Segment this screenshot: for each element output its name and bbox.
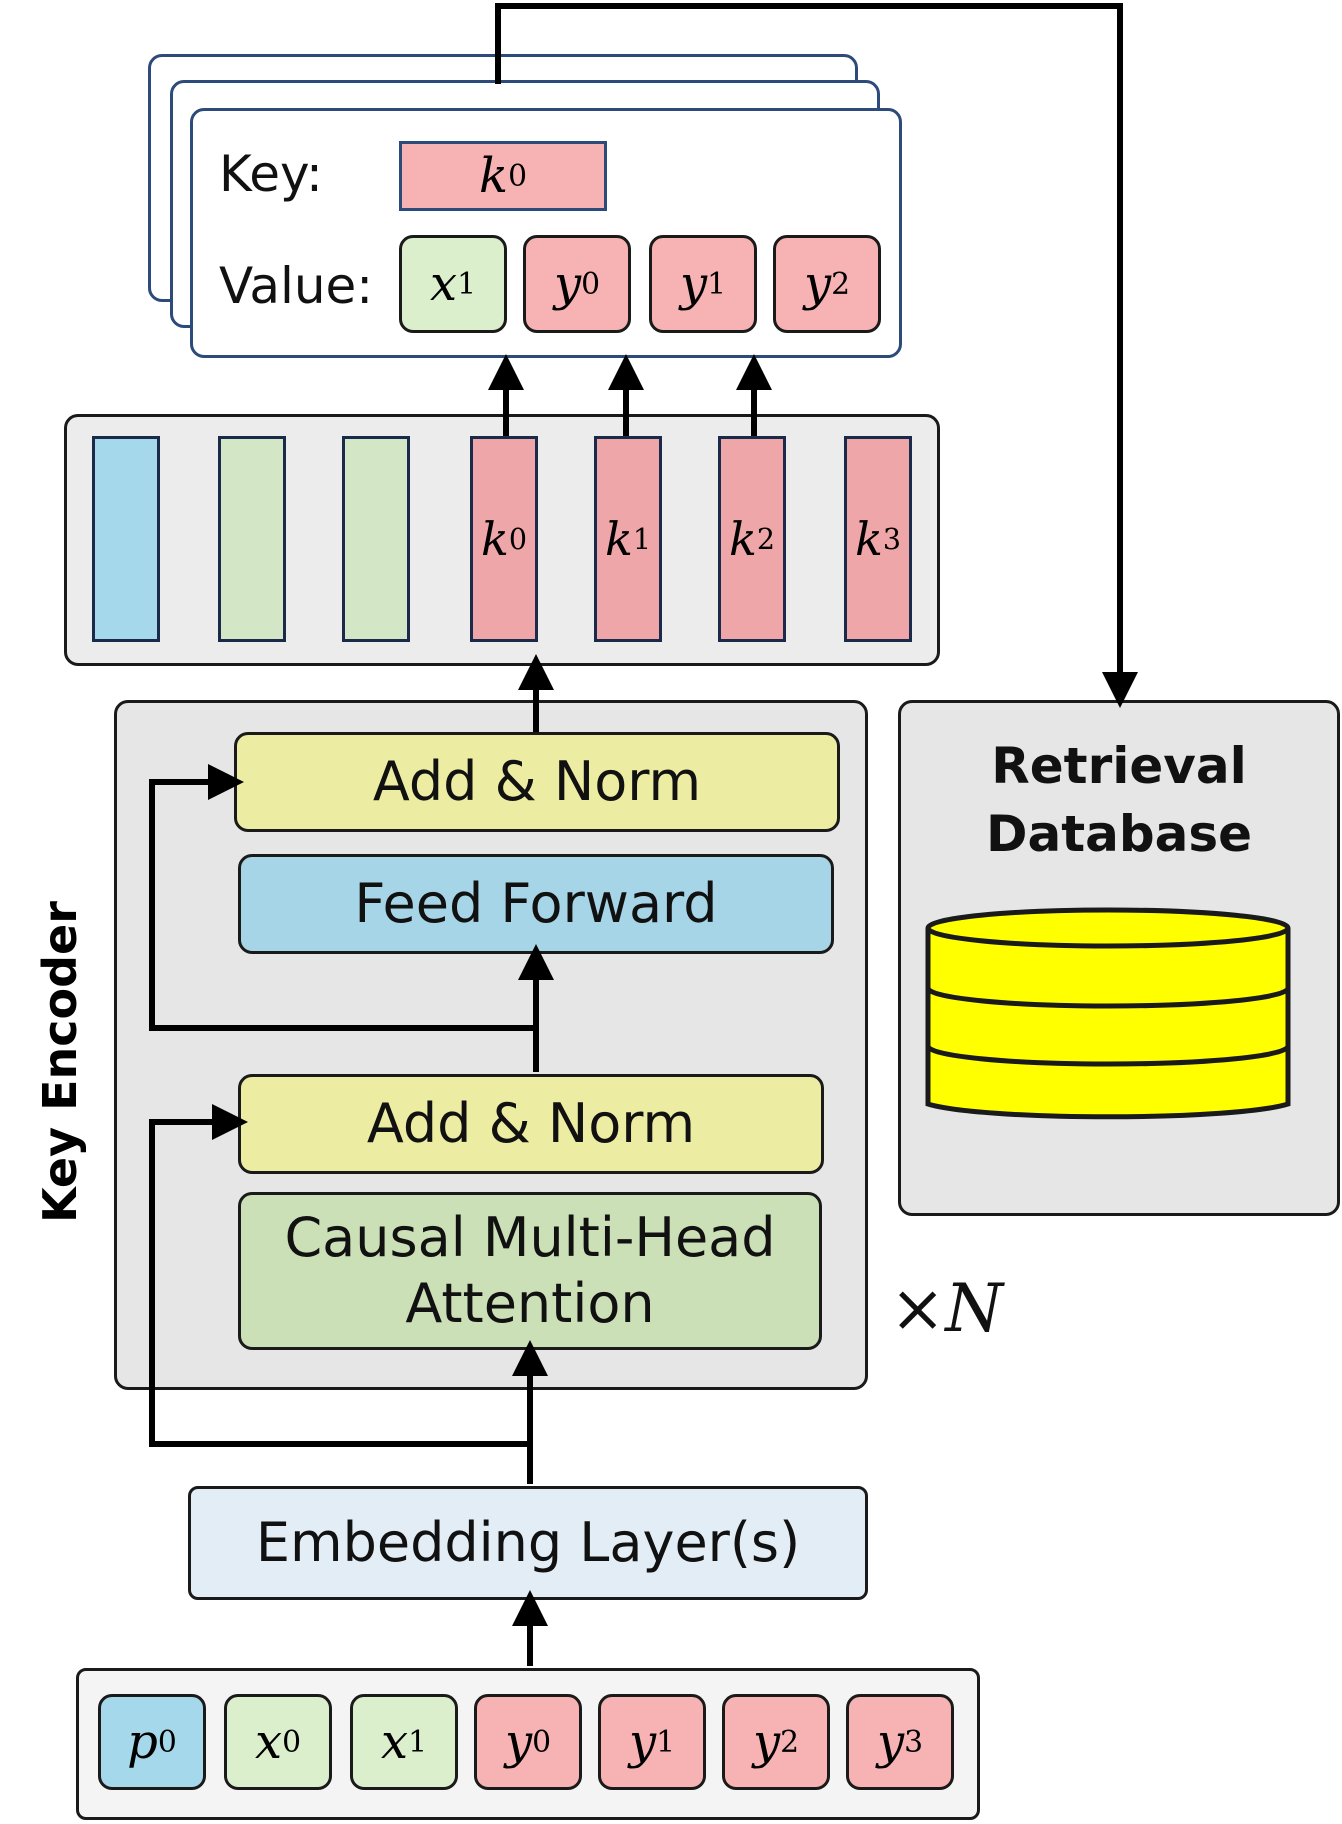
key-token-sym: k [478,148,509,204]
retrieval-database-title: Retrieval Database [901,733,1337,868]
input-token-0-sym: p [127,1714,158,1770]
retrieval-title-line2: Database [985,804,1253,863]
output-bar-5-sym: k [728,512,757,566]
input-token-0-sub: 0 [157,1724,177,1760]
output-bar-6-sub: 3 [882,522,902,556]
output-bar-5-sub: 2 [756,522,776,556]
output-bar-3-sub: 0 [508,522,528,556]
value-token-0-sym: x [429,256,458,312]
key-encoder-label-text: Key Encoder [33,901,87,1223]
repeat-n-label: ×N [890,1270,1004,1347]
output-bar-0 [92,436,160,642]
input-token-3-sym: y [504,1714,533,1770]
input-token-4-sym: y [628,1714,657,1770]
add-norm-bottom-text: Add & Norm [366,1092,696,1156]
attention-block: Causal Multi-Head Attention [238,1192,822,1350]
input-token-5-sym: y [752,1714,781,1770]
value-token-3-sub: 2 [831,266,851,302]
feed-forward-text: Feed Forward [354,872,718,936]
value-token-1-sub: 0 [581,266,601,302]
retrieval-database-block: Retrieval Database [898,700,1340,1216]
key-label: Key: [219,145,323,203]
value-token-1-sym: y [553,256,582,312]
output-bar-6-sym: k [854,512,883,566]
output-bar-1 [218,436,286,642]
output-bar-3-sym: k [480,512,509,566]
input-token-2-sym: x [380,1714,409,1770]
input-token-6-sub: 3 [904,1724,924,1760]
input-token-4-sub: 1 [656,1724,676,1760]
value-token-2-sub: 1 [707,266,727,302]
attention-text-line2: Attention [405,1272,655,1335]
add-norm-top: Add & Norm [234,732,840,832]
output-bar-2 [342,436,410,642]
value-token-2-sym: y [679,256,708,312]
embedding-layer: Embedding Layer(s) [188,1486,868,1600]
input-token-2-sub: 1 [408,1724,427,1760]
key-token-sub: 0 [508,158,528,194]
embedding-layer-text: Embedding Layer(s) [255,1511,801,1575]
retrieval-title-line1: Retrieval [991,737,1247,795]
attention-text-line1: Causal Multi-Head [284,1206,776,1270]
value-token-3-sym: y [803,256,832,312]
input-token-6-sym: y [876,1714,905,1770]
input-token-1-sub: 0 [282,1724,301,1760]
value-token-0-sub: 1 [457,266,476,302]
add-norm-top-text: Add & Norm [372,750,702,814]
input-token-5-sub: 2 [780,1724,800,1760]
output-bar-4-sub: 1 [632,522,652,556]
add-norm-bottom: Add & Norm [238,1074,824,1174]
value-label: Value: [219,257,374,315]
input-token-1-sym: x [254,1714,283,1770]
input-token-3-sub: 0 [532,1724,552,1760]
output-bar-4-sym: k [604,512,633,566]
feed-forward: Feed Forward [238,854,834,954]
